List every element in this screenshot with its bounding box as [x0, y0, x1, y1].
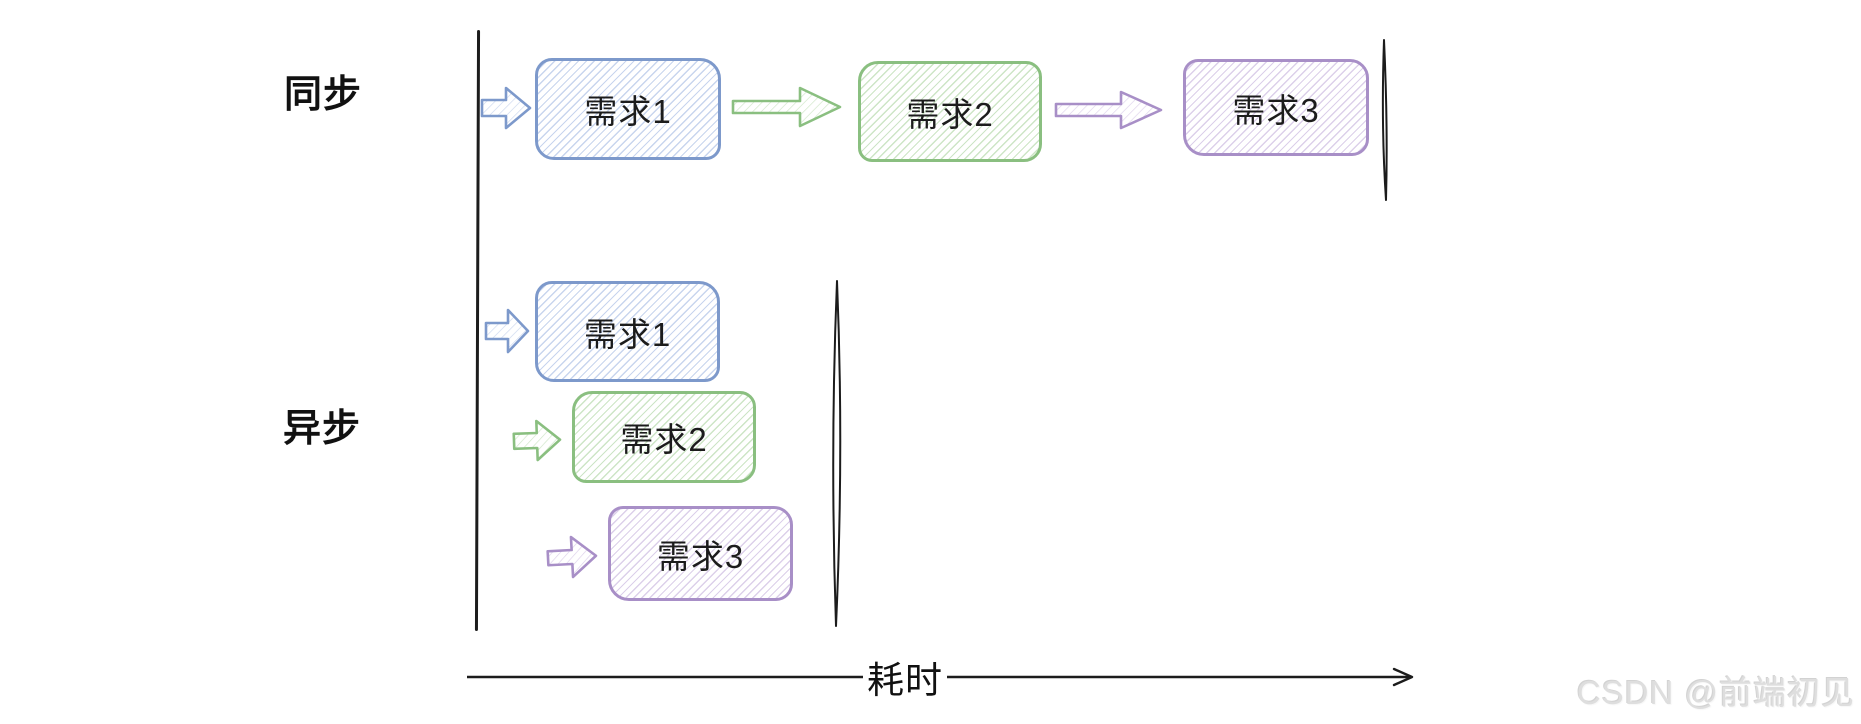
- async-entry-arrow-2-icon: [512, 419, 562, 462]
- async-node-2-label: 需求2: [620, 421, 708, 458]
- async-entry-arrow-1-icon: [484, 308, 530, 354]
- sync-entry-arrow-icon: [480, 86, 532, 130]
- axis-arrow-right-icon: [1392, 667, 1414, 687]
- async-node-2: 需求2: [572, 391, 756, 483]
- async-entry-arrow-3-icon: [546, 535, 598, 579]
- sync-node-1: 需求1: [535, 58, 721, 160]
- sync-node-3-label: 需求3: [1232, 91, 1320, 129]
- sync-node-2-label: 需求2: [906, 95, 994, 133]
- async-node-1-label: 需求1: [583, 315, 672, 353]
- async-row-label: 异步: [283, 408, 362, 450]
- sync-row-label: 同步: [284, 74, 363, 116]
- time-axis-label: 耗时: [863, 650, 947, 704]
- sync-node-1-label: 需求1: [584, 93, 672, 130]
- sync-flow-arrow-2-3-icon: [1054, 90, 1163, 130]
- csdn-watermark: CSDN @前端初见: [1576, 674, 1855, 711]
- sync-flow-arrow-1-2-icon: [731, 86, 842, 128]
- sync-node-2: 需求2: [858, 61, 1042, 162]
- sync-end-line: [1381, 39, 1388, 201]
- async-node-3-label: 需求3: [656, 537, 745, 575]
- sync-node-3: 需求3: [1183, 59, 1369, 156]
- async-node-3: 需求3: [608, 506, 793, 601]
- async-end-line: [832, 280, 842, 627]
- async-node-1: 需求1: [535, 281, 720, 382]
